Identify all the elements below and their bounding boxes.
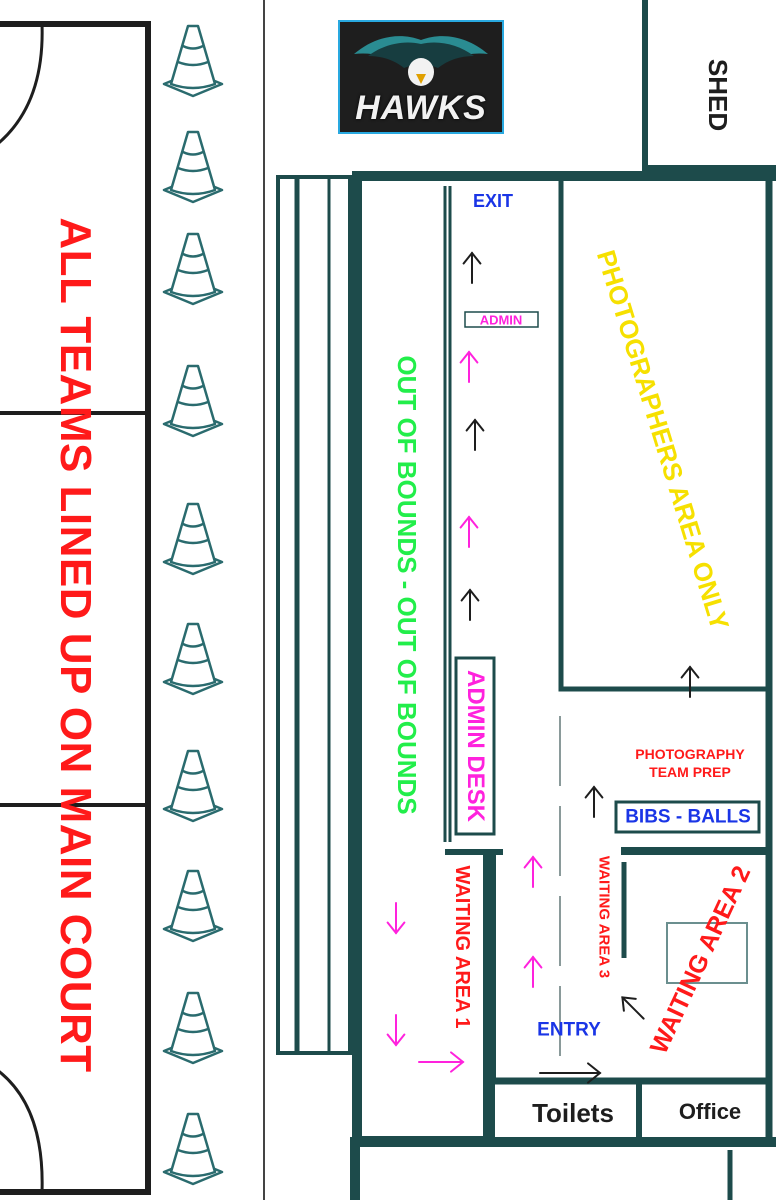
- exit-label: EXIT: [472, 191, 514, 211]
- traffic-cone-icon: [162, 1112, 224, 1186]
- bibs-balls-box: [614, 800, 761, 834]
- office-label: Office: [678, 1099, 742, 1124]
- main-court: [0, 0, 265, 1200]
- traffic-cone-icon: [162, 991, 224, 1065]
- photography-team-prep-line2: TEAM PREP: [649, 764, 731, 780]
- main-court-label: ALL TEAMS LINED UP ON MAIN COURT: [51, 217, 100, 1073]
- arrows: [386, 251, 700, 1084]
- toilets-label: Toilets: [532, 1098, 614, 1128]
- traffic-cone-icon: [162, 24, 224, 98]
- arrow-down-icon: [386, 902, 406, 935]
- traffic-cone-icon: [162, 130, 224, 204]
- arrow-up-left-icon: [621, 996, 645, 1020]
- main-outer-wall: [350, 1137, 776, 1200]
- photographers-area-wall: [558, 180, 772, 692]
- arrow-up-icon: [523, 855, 543, 888]
- waiting-area-1-label: WAITING AREA 1: [451, 865, 473, 1029]
- arrow-up-icon: [460, 588, 480, 621]
- cones: [162, 24, 224, 1186]
- waiting-area-3-label: WAITING AREA 3: [595, 855, 613, 979]
- building-walls: [276, 0, 776, 1200]
- traffic-cone-icon: [162, 502, 224, 576]
- arrow-right-icon: [539, 1062, 602, 1084]
- admin-desk-box: [454, 656, 496, 836]
- admin-tag-label: ADMIN: [479, 312, 523, 328]
- hawks-logo: HAWKS: [338, 20, 504, 134]
- traffic-cone-icon: [162, 869, 224, 943]
- arrow-up-icon: [584, 785, 604, 818]
- waiting-area-2-table: [666, 922, 748, 984]
- waiting-area-1-wall: [357, 852, 491, 1144]
- hawk-emblem-icon: [354, 36, 488, 86]
- admin-desk-label: ADMIN DESK: [462, 669, 489, 823]
- out-of-bounds-label: OUT OF BOUNDS - OUT OF BOUNDS: [392, 355, 422, 815]
- arrow-right-icon: [418, 1051, 465, 1073]
- traffic-cone-icon: [162, 232, 224, 306]
- shed-label: SHED: [703, 58, 733, 132]
- arrow-up-icon: [462, 251, 482, 284]
- stand-outer: [276, 175, 352, 1055]
- goal-circle-top: [0, 23, 44, 144]
- traffic-cone-icon: [162, 364, 224, 438]
- arrow-up-icon: [459, 515, 479, 548]
- photography-team-prep-line1: PHOTOGRAPHY: [635, 746, 745, 762]
- traffic-cone-icon: [162, 622, 224, 696]
- arrow-up-icon: [465, 418, 485, 451]
- goal-circle-bottom: [0, 1070, 44, 1193]
- entry-label: ENTRY: [537, 1019, 601, 1041]
- bibs-balls-label: BIBS - BALLS: [625, 806, 751, 828]
- arrow-up-icon: [459, 350, 479, 383]
- traffic-cone-icon: [162, 749, 224, 823]
- arrow-down-icon: [386, 1014, 406, 1047]
- hall-outer-wall: [352, 171, 776, 1140]
- admin-tag-box: [464, 311, 539, 328]
- logo-wordmark: HAWKS: [355, 89, 487, 127]
- arrow-up-icon: [680, 665, 700, 698]
- arrow-up-icon: [523, 955, 543, 988]
- court-boundary: [0, 21, 151, 1195]
- shed-wall: [642, 0, 776, 171]
